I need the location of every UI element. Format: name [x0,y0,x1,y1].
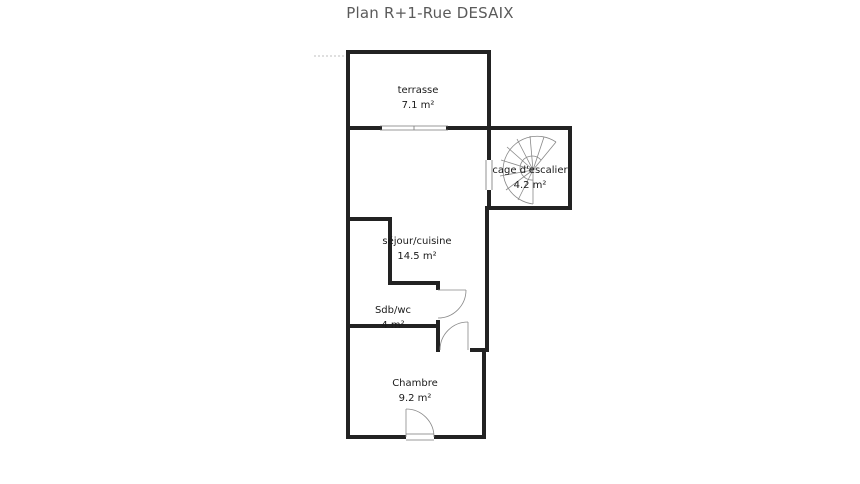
room-area-terrasse: 7.1 m² [402,100,435,111]
room-area-sdb-wc: 4 m² [381,320,404,331]
room-area-sejour-cuisine: 14.5 m² [397,251,436,262]
room-name-chambre: Chambre [392,378,438,389]
room-area-chambre: 9.2 m² [399,393,432,404]
door-entrance [405,408,435,441]
terrasse-wall [346,125,491,131]
room-area-cage-escalier: 4.2 m² [514,180,547,191]
door-chambre-upper [439,321,470,353]
door-sdb [435,289,467,320]
plan-title: Plan R+1-Rue DESAIX [346,4,514,22]
room-name-sejour-cuisine: séjour/cuisine [382,235,451,247]
stair-cage [485,126,572,210]
room-name-sdb-wc: Sdb/wc [375,305,411,316]
room-name-cage-escalier: cage d'escalier [492,165,568,176]
room-name-terrasse: terrasse [398,85,439,96]
spiral-stair-icon [499,135,557,205]
